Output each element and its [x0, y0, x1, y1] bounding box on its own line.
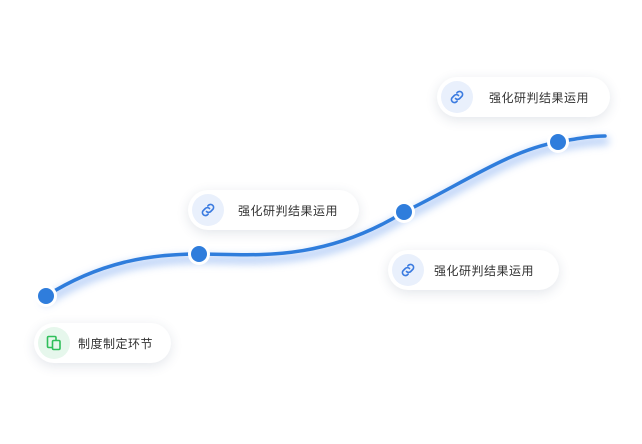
node-3[interactable]: [393, 201, 415, 223]
node-1[interactable]: [35, 285, 57, 307]
link-icon: [392, 254, 424, 286]
link-icon: [192, 194, 224, 226]
step-card-4[interactable]: 强化研判结果运用: [437, 77, 610, 117]
node-2[interactable]: [188, 243, 210, 265]
step-card-1[interactable]: 制度制定环节: [34, 323, 171, 363]
step-label-2: 强化研判结果运用: [238, 203, 339, 218]
node-4[interactable]: [547, 131, 569, 153]
link-icon: [441, 81, 473, 113]
step-label-1: 制度制定环节: [78, 336, 154, 351]
document-copy-icon: [38, 327, 70, 359]
step-card-2[interactable]: 强化研判结果运用: [188, 190, 359, 230]
step-label-3: 强化研判结果运用: [434, 263, 535, 278]
step-label-4: 强化研判结果运用: [489, 90, 590, 105]
step-card-3[interactable]: 强化研判结果运用: [388, 250, 559, 290]
